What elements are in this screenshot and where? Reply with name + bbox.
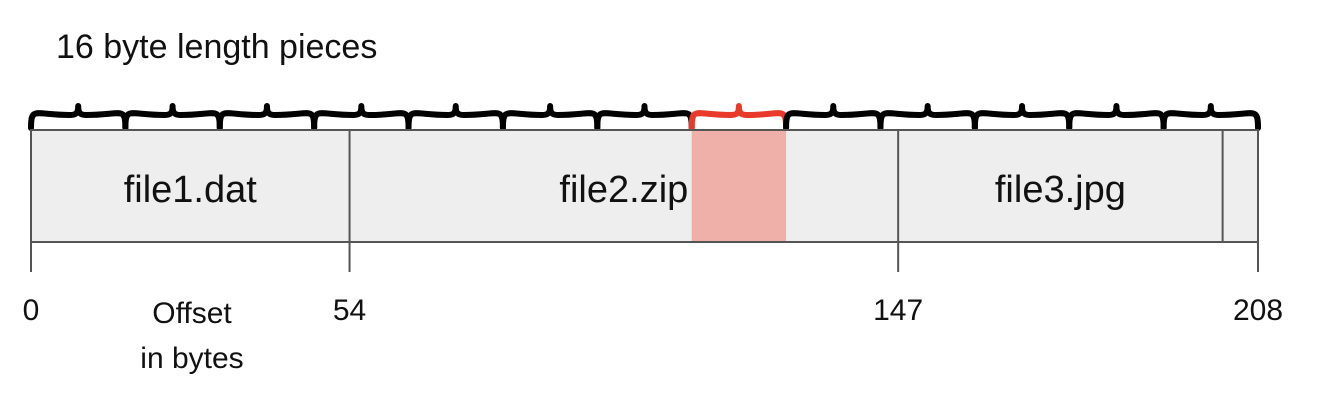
piece-brace (122, 103, 223, 131)
piece-brace (311, 103, 412, 131)
piece-braces (28, 103, 1261, 131)
piece-brace (1160, 103, 1261, 131)
piece-brace (594, 103, 695, 131)
offset-tick-label: 54 (333, 294, 366, 327)
piece-brace (1066, 103, 1167, 131)
offset-tick-label: 0 (23, 294, 40, 327)
offset-axis: 0 54 147 208 (23, 242, 1283, 327)
offset-tick-label: 208 (1233, 294, 1283, 327)
axis-title-line-2: in bytes (140, 342, 243, 375)
file-segment (349, 130, 899, 242)
piece-brace (405, 103, 506, 131)
file-label: file3.jpg (995, 169, 1126, 211)
offset-tick-label: 147 (873, 294, 923, 327)
file-segment (898, 130, 1223, 242)
piece-brace-highlighted (688, 103, 790, 131)
file-bar: file1.dat file2.zip file3.jpg (30, 129, 1259, 243)
file-segment (31, 130, 350, 242)
bar-outline (30, 129, 1259, 243)
piece-brace (499, 103, 601, 131)
diagram-title: 16 byte length pieces (56, 28, 378, 66)
piece-brace (216, 103, 318, 131)
highlighted-piece (691, 130, 787, 242)
file-label: file1.dat (124, 169, 258, 211)
piece-brace (783, 103, 884, 131)
piece-brace (971, 103, 1073, 131)
file-label: file2.zip (559, 169, 688, 211)
file-segment (1222, 130, 1258, 242)
piece-brace (877, 103, 978, 131)
axis-title-line-1: Offset (152, 297, 232, 330)
piece-brace (28, 103, 129, 131)
